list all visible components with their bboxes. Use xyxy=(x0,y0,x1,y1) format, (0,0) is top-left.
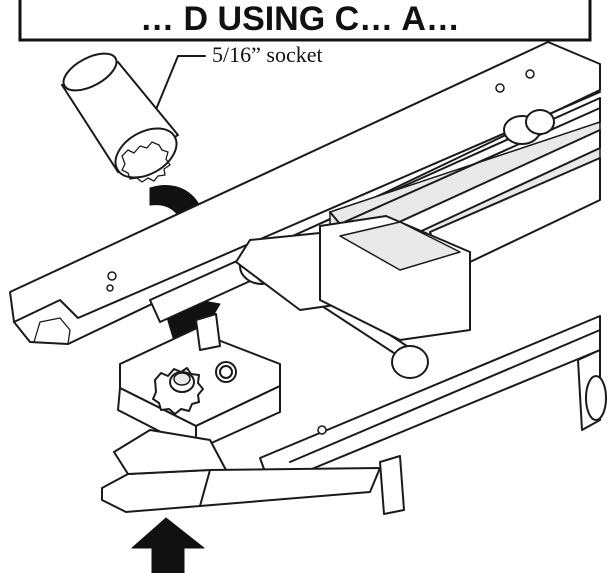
up-arrow-icon xyxy=(131,517,205,573)
bolt-head xyxy=(152,367,204,415)
header-banner: … D USING C… A… xyxy=(18,0,592,42)
socket-callout: 5/16” socket xyxy=(154,42,323,113)
bottom-rail xyxy=(259,315,601,481)
base-bracket xyxy=(101,429,405,515)
header-title: … D USING C… A… xyxy=(140,0,460,38)
right-edge-detail xyxy=(577,349,607,431)
socket-icon xyxy=(61,52,179,183)
socket-label: 5/16” socket xyxy=(212,42,323,67)
roller-upper xyxy=(503,109,555,145)
central-plate xyxy=(319,215,471,341)
